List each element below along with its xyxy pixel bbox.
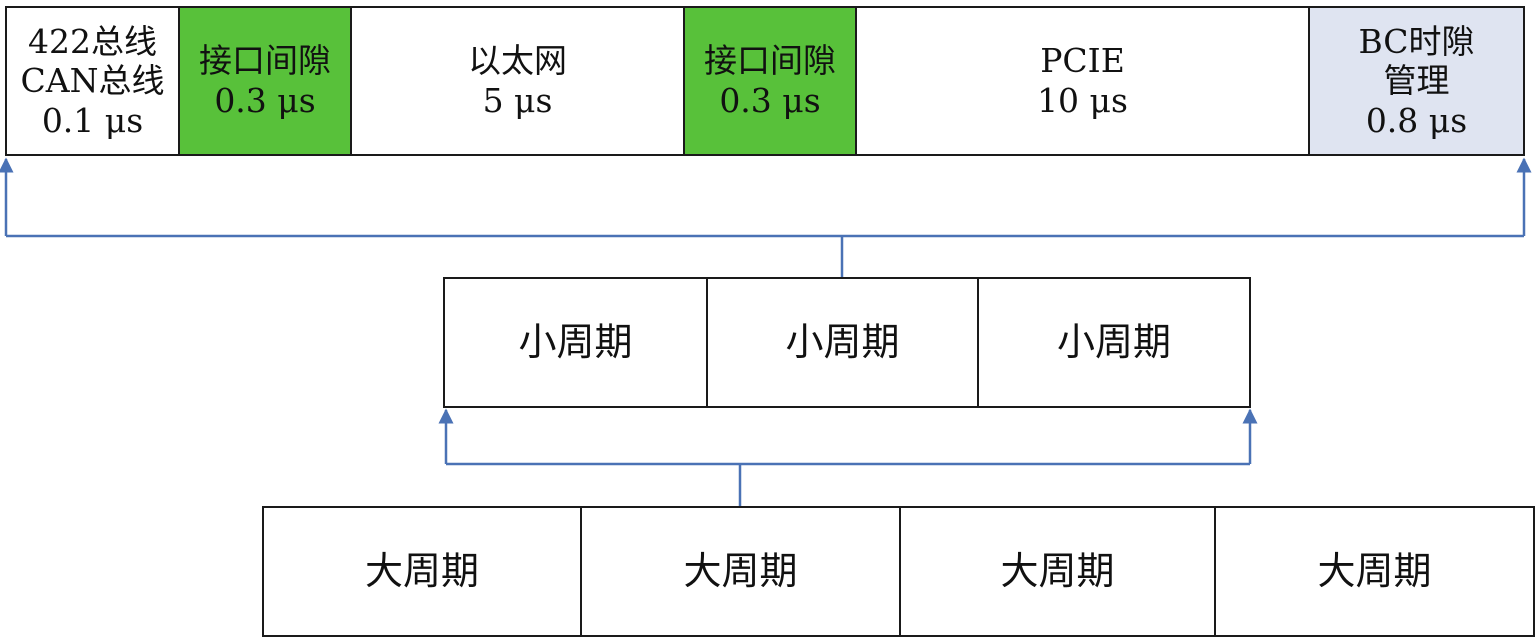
lower-expansion-bracket bbox=[438, 408, 1258, 506]
slot-interface-gap-1: 接口间隙 0.3 μs bbox=[180, 8, 352, 154]
slot-duration: 5 μs bbox=[482, 81, 553, 120]
minor-cycle-cell: 小周期 bbox=[708, 279, 979, 406]
slot-duration: 10 μs bbox=[1037, 81, 1128, 120]
major-cycle-cell: 大周期 bbox=[264, 508, 582, 635]
slot-label: 管理 bbox=[1383, 61, 1450, 101]
slot-label: 接口间隙 bbox=[704, 41, 836, 81]
slot-duration: 0.8 μs bbox=[1365, 100, 1468, 140]
slot-422-can: 422总线 CAN总线 0.1 μs bbox=[7, 8, 180, 154]
upper-expansion-bracket bbox=[0, 157, 1532, 277]
major-cycle-row: 大周期 大周期 大周期 大周期 bbox=[262, 506, 1535, 637]
major-cycle-cell: 大周期 bbox=[1317, 548, 1432, 593]
slot-interface-gap-2: 接口间隙 0.3 μs bbox=[685, 8, 857, 154]
slot-label: 以太网 bbox=[468, 41, 567, 81]
slot-pcie: PCIE 10 μs bbox=[857, 8, 1310, 154]
slot-duration: 0.3 μs bbox=[214, 81, 316, 120]
minor-cycle-row: 小周期 小周期 小周期 bbox=[443, 277, 1251, 408]
minor-cycle-cell: 小周期 bbox=[1056, 319, 1171, 364]
major-cycle-cell: 大周期 bbox=[901, 508, 1216, 635]
slot-duration: 0.1 μs bbox=[41, 100, 144, 140]
slot-label: BC时隙 bbox=[1358, 21, 1475, 61]
slot-label: 接口间隙 bbox=[199, 41, 331, 81]
slot-ethernet: 以太网 5 μs bbox=[352, 8, 685, 154]
slot-label: 422总线 bbox=[28, 21, 157, 61]
slot-duration: 0.3 μs bbox=[719, 81, 821, 120]
slot-label: PCIE bbox=[1040, 41, 1125, 81]
slot-label: CAN总线 bbox=[20, 61, 165, 101]
minor-cycle-breakdown: 422总线 CAN总线 0.1 μs 接口间隙 0.3 μs 以太网 5 μs … bbox=[5, 6, 1525, 156]
major-cycle-cell: 大周期 bbox=[582, 508, 901, 635]
slot-bc-management: BC时隙 管理 0.8 μs bbox=[1310, 8, 1523, 154]
minor-cycle-cell: 小周期 bbox=[445, 279, 708, 406]
